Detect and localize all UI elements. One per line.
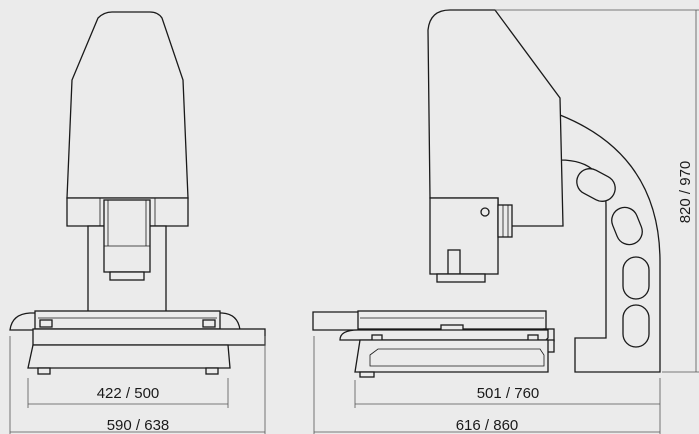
front-view bbox=[9, 11, 266, 375]
side-dimensions: 501 / 760 616 / 860 820 / 970 bbox=[313, 9, 699, 434]
front-outer-width-label: 590 / 638 bbox=[107, 417, 170, 434]
side-base bbox=[354, 339, 549, 373]
height-label: 820 / 970 bbox=[677, 161, 694, 224]
side-hood bbox=[427, 9, 564, 227]
side-view bbox=[312, 9, 661, 378]
side-stage-handle bbox=[312, 311, 361, 331]
front-stage bbox=[34, 310, 221, 330]
front-base-top bbox=[32, 328, 266, 346]
frame-window-1 bbox=[576, 168, 616, 202]
frame-window-3 bbox=[622, 256, 650, 300]
side-inner-depth-label: 501 / 760 bbox=[477, 385, 540, 402]
front-optics bbox=[103, 199, 151, 273]
front-inner-width-label: 422 / 500 bbox=[97, 385, 160, 402]
front-dimensions: 422 / 500 590 / 638 bbox=[9, 336, 266, 434]
front-hood bbox=[66, 11, 189, 199]
frame-window-2 bbox=[611, 206, 643, 246]
frame-window-4 bbox=[622, 304, 650, 348]
side-base-top bbox=[339, 329, 549, 341]
front-base bbox=[27, 344, 231, 369]
side-outer-depth-label: 616 / 860 bbox=[456, 417, 519, 434]
